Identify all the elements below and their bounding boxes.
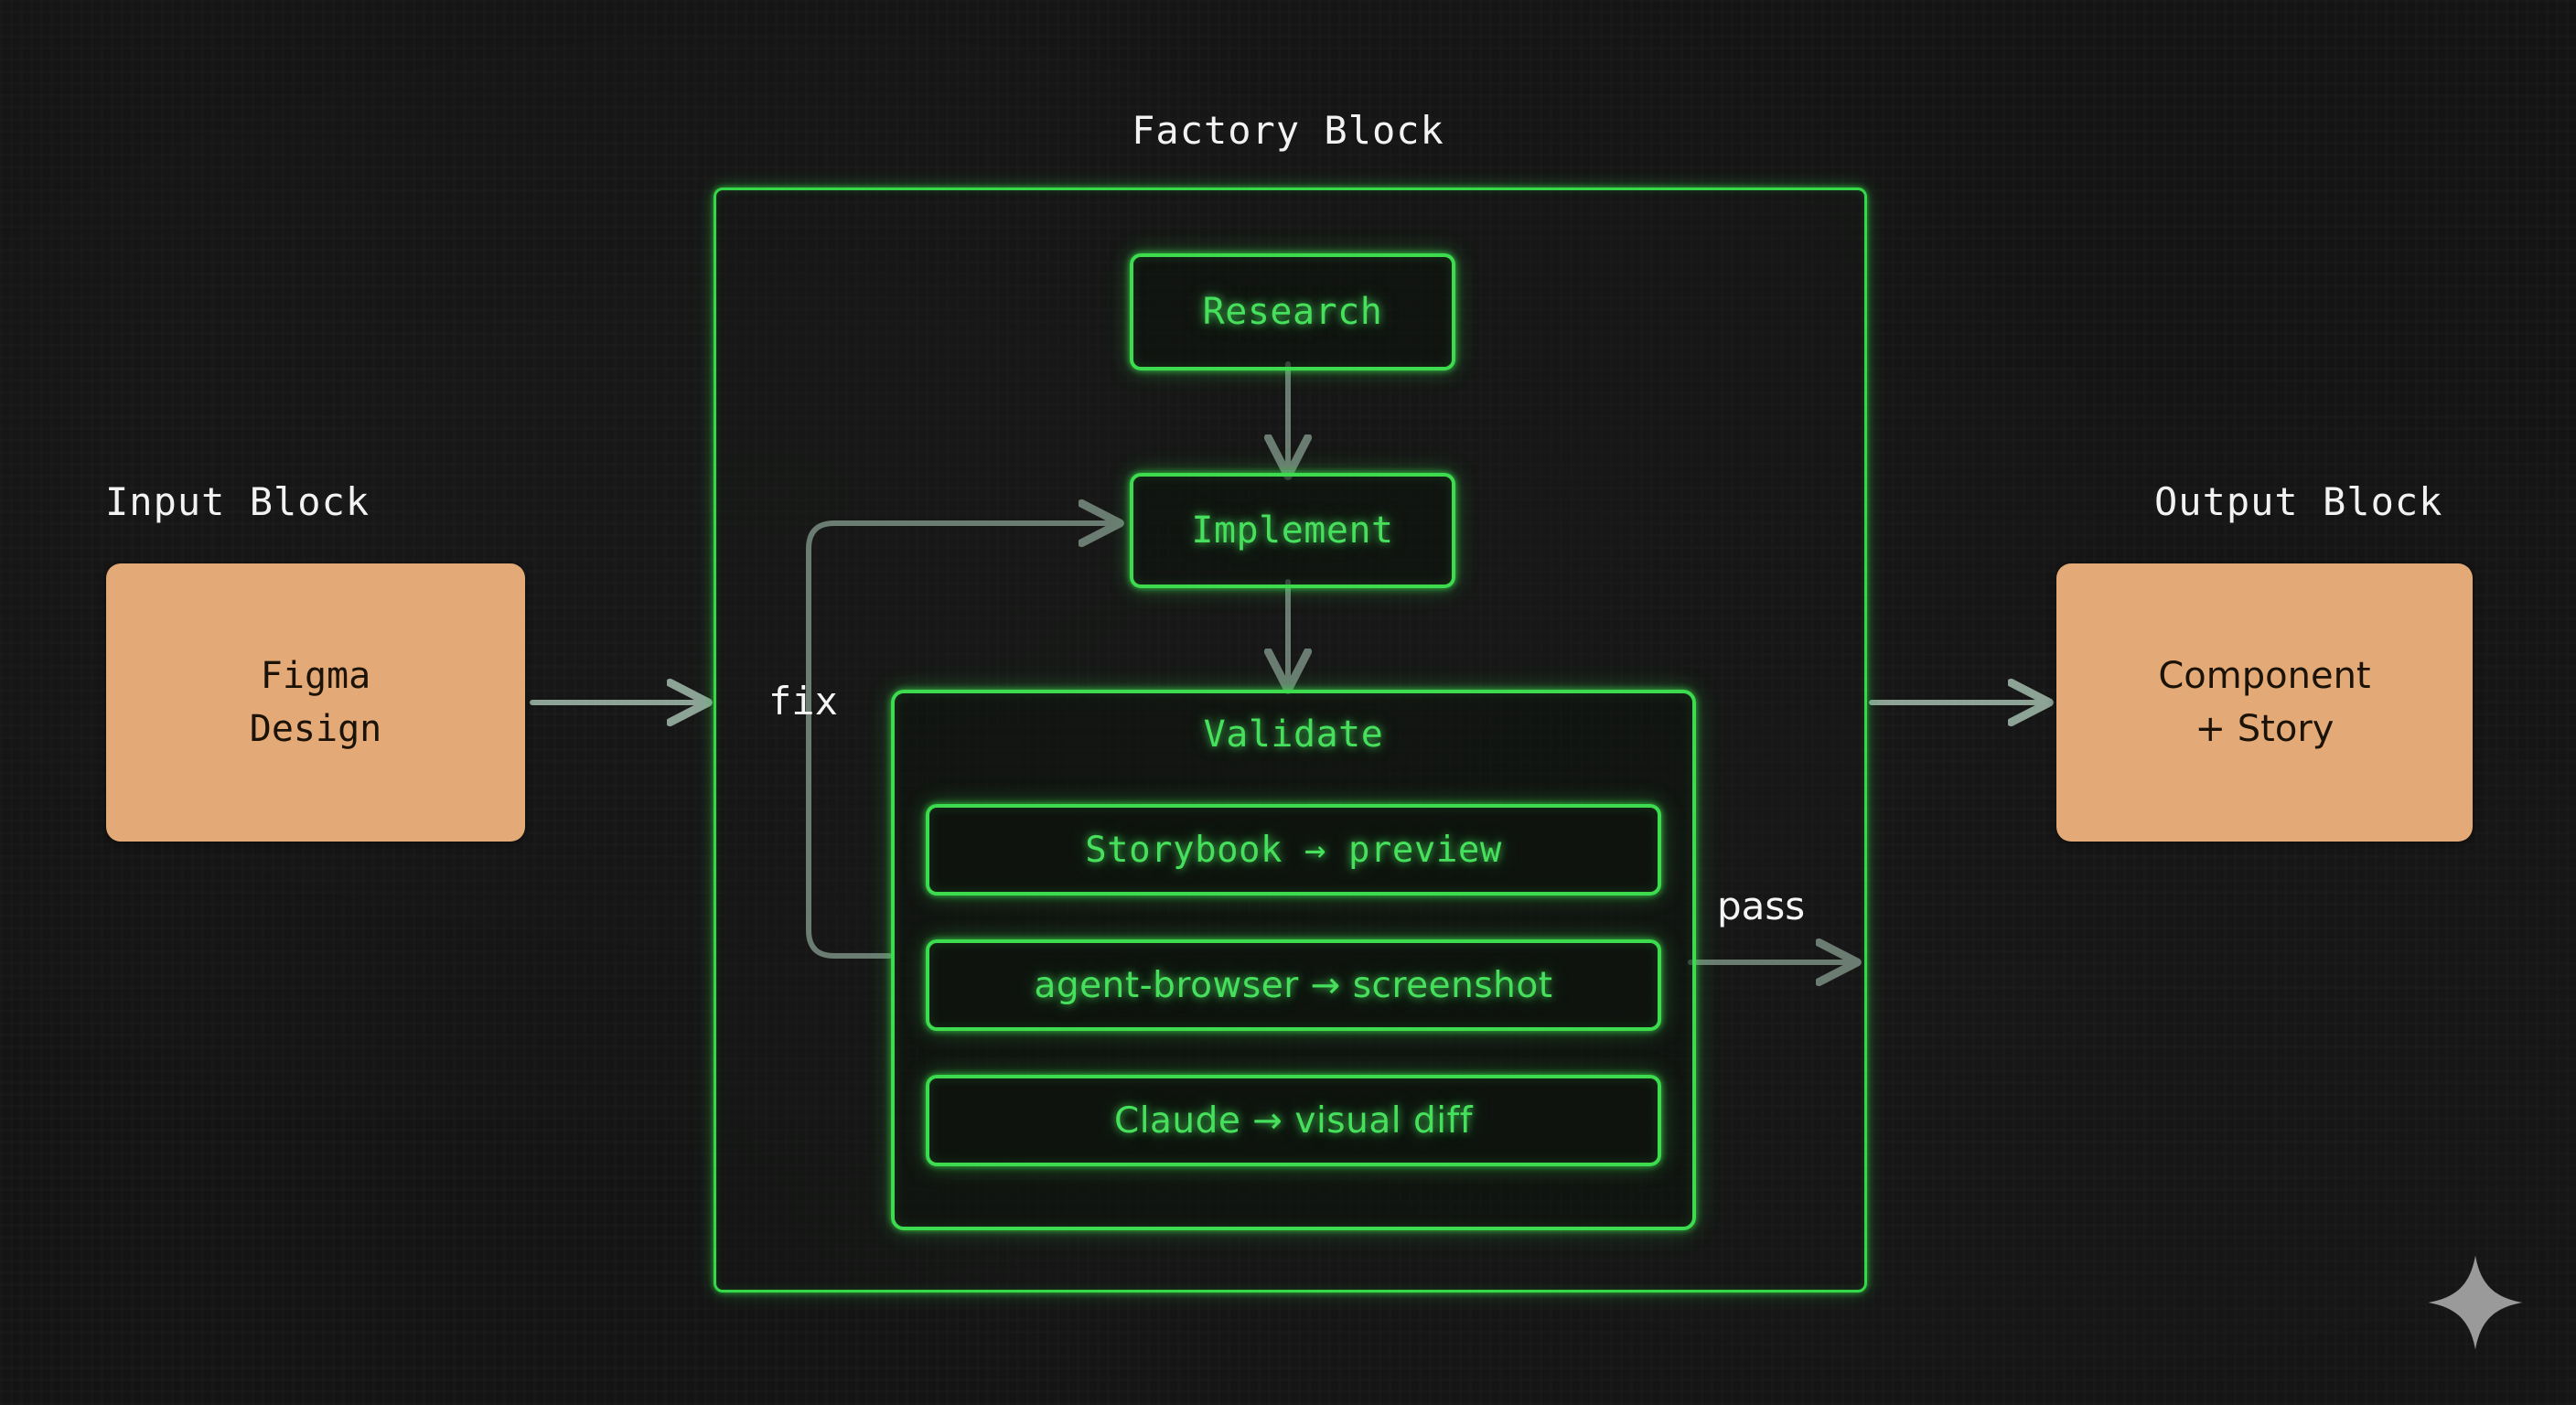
- validate-check-storybook[interactable]: Storybook → preview: [926, 804, 1661, 896]
- caption-factory-block: Factory Block: [1132, 108, 1444, 153]
- input-line-2: Design: [249, 708, 382, 750]
- input-line-1: Figma: [260, 655, 371, 697]
- edge-label-fix: fix: [768, 679, 838, 724]
- stage-box-implement[interactable]: Implement: [1130, 473, 1455, 588]
- output-block-component-story[interactable]: Component + Story: [2056, 563, 2473, 842]
- edge-label-pass: pass: [1717, 884, 1806, 928]
- caption-input-block: Input Block: [105, 479, 370, 524]
- sparkle-icon: [2424, 1251, 2527, 1354]
- validate-check-agent-browser[interactable]: agent-browser → screenshot: [926, 939, 1661, 1031]
- input-block-figma-design[interactable]: Figma Design: [106, 563, 525, 842]
- output-line-2: + Story: [2195, 708, 2334, 750]
- caption-output-block: Output Block: [2154, 479, 2443, 524]
- validate-check-claude[interactable]: Claude → visual diff: [926, 1075, 1661, 1166]
- stage-box-research[interactable]: Research: [1130, 253, 1455, 370]
- output-line-1: Component: [2158, 655, 2371, 697]
- validate-label: Validate: [1203, 713, 1384, 756]
